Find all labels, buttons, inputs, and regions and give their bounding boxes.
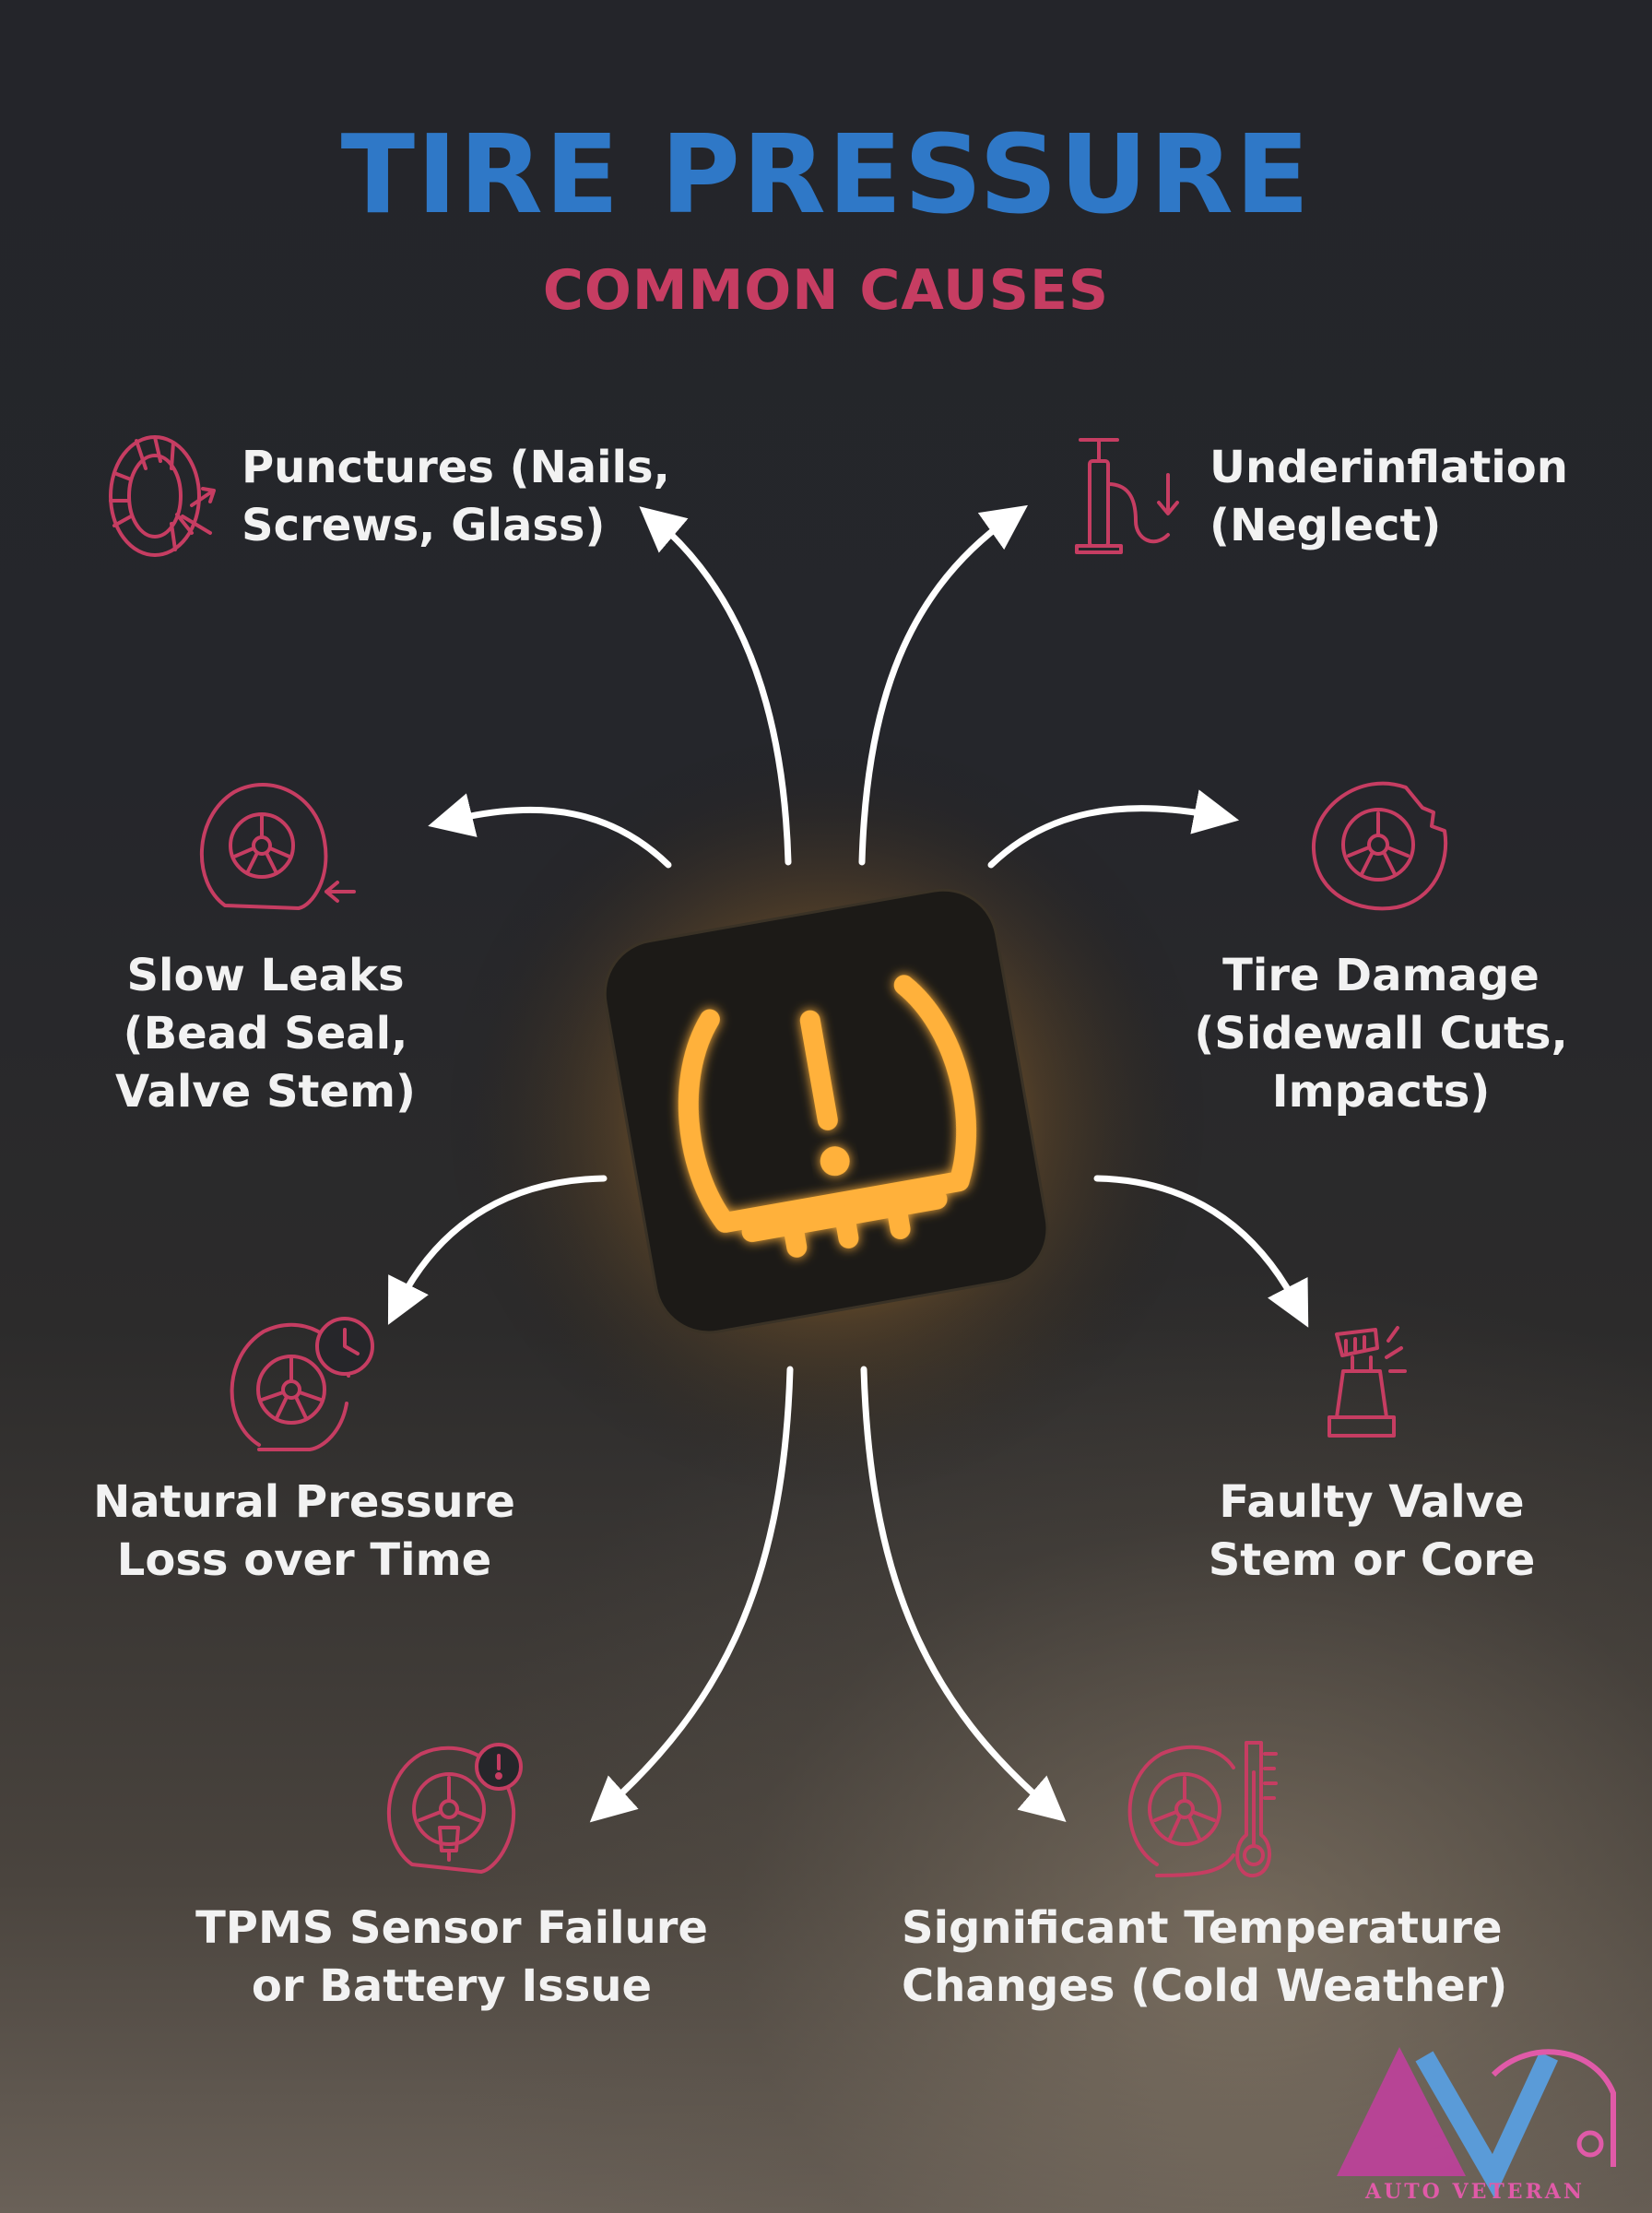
cause-label-underinflation: Underinflation (Neglect): [1210, 442, 1568, 551]
cause-label-natural-loss: Natural Pressure Loss over Time: [93, 1476, 515, 1586]
cause-label-faulty-valve: Faulty Valve Stem or Core: [1208, 1476, 1536, 1586]
arrow-to-tpms-failure: [589, 1366, 794, 1823]
tire-pump-icon: [1075, 438, 1179, 554]
arrow-to-natural-loss: [387, 1175, 608, 1325]
arrow-to-punctures: [639, 506, 792, 866]
leaking-wheel-icon: [199, 783, 356, 910]
cause-label-tire-damage: Tire Damage (Sidewall Cuts, Impacts): [1194, 950, 1568, 1118]
wheel-clock-icon: [230, 1317, 374, 1451]
auto-veteran-logo-icon: [1337, 2047, 1616, 2198]
cause-label-tpms-failure: TPMS Sensor Failure or Battery Issue: [195, 1902, 708, 2012]
arrow-to-underinflation: [858, 504, 1028, 866]
punctured-tire-icon: [109, 435, 216, 557]
valve-stem-icon: [1328, 1326, 1407, 1438]
tpms-warning-light-icon: [603, 888, 1049, 1334]
arrow-to-slow-leaks: [428, 793, 672, 869]
cause-label-punctures: Punctures (Nails, Screws, Glass): [242, 442, 670, 551]
cause-label-temperature: Significant Temperature Changes (Cold We…: [902, 1902, 1508, 2012]
watermark-text: AUTO VETERAN: [1365, 2180, 1585, 2204]
arrow-to-faulty-valve: [1093, 1175, 1309, 1328]
wheel-thermometer-icon: [1127, 1741, 1278, 1877]
wheel-sensor-alert-icon: [386, 1743, 523, 1874]
arrow-to-temperature: [860, 1366, 1067, 1822]
cause-label-slow-leaks: Slow Leaks (Bead Seal, Valve Stem): [115, 950, 416, 1118]
page-subtitle: COMMON CAUSES: [542, 258, 1110, 323]
page-title: TIRE PRESSURE: [340, 111, 1312, 238]
damaged-wheel-icon: [1311, 781, 1448, 911]
arrow-to-tire-damage: [987, 789, 1240, 869]
